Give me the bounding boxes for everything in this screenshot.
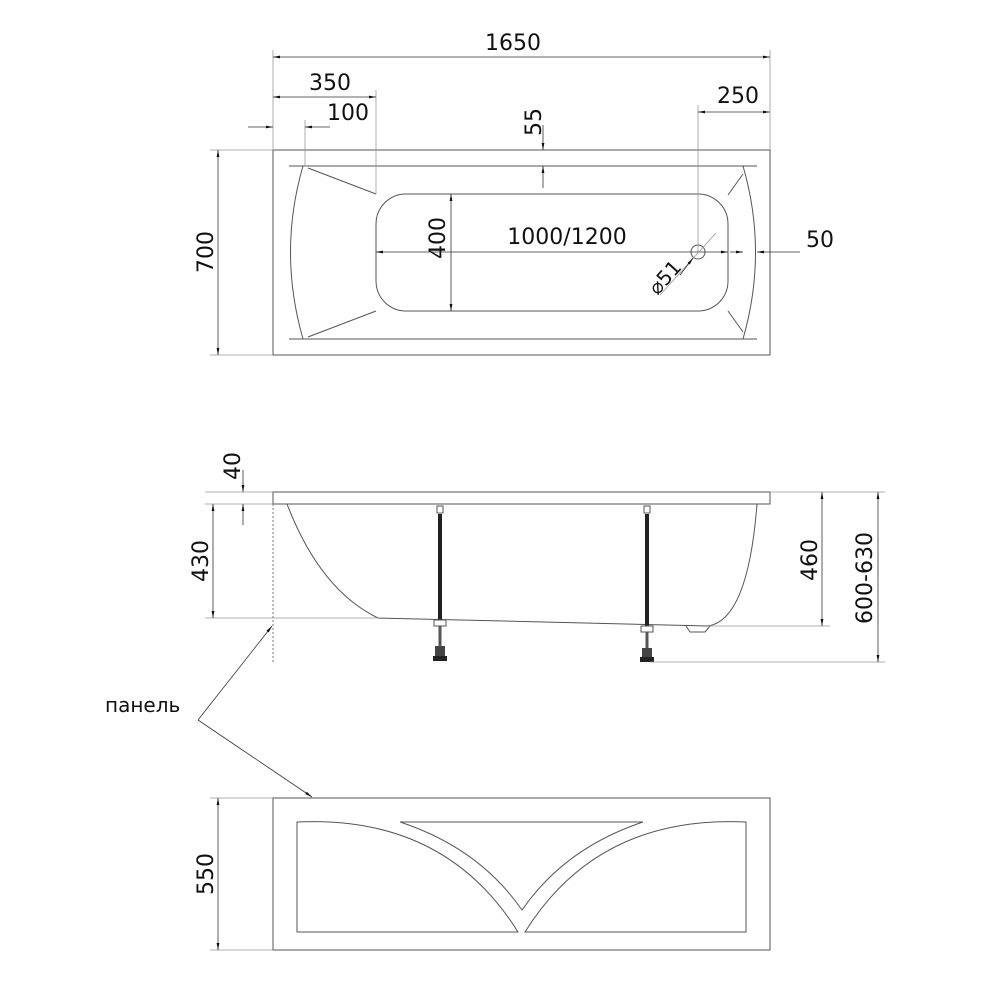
leg-right: [640, 505, 654, 662]
panel-label: панель: [105, 693, 180, 717]
extension-lines: [210, 50, 771, 356]
foot-line: [727, 173, 744, 196]
extension-lines: [205, 491, 885, 663]
dim-height-adjustable: 600-630: [853, 532, 878, 624]
dim-drain-offset: 250: [717, 84, 759, 109]
dim-panel-height: 550: [194, 853, 219, 895]
side-view: 40 430 460 600-630: [189, 452, 885, 663]
dim-basin-width: 400: [426, 217, 451, 259]
front-panel: 550: [194, 797, 771, 951]
dim-overall-length: 1650: [485, 31, 541, 56]
plan-outline: [272, 149, 771, 356]
dim-rim-offset: 100: [327, 101, 369, 126]
dim-overall-width: 700: [194, 231, 219, 273]
dim-drain-diameter: ⌀51: [643, 255, 686, 299]
dim-height-bottom: 460: [798, 539, 823, 581]
panel-leader-top: [197, 625, 273, 721]
panel-left-motif: [296, 821, 519, 933]
drain-outlet: [685, 625, 711, 633]
headrest-line: [307, 167, 377, 195]
panel-leader-bottom: [197, 719, 313, 798]
dim-headrest-offset: 350: [309, 71, 351, 96]
panel-outline: [272, 797, 771, 951]
rim: [272, 491, 771, 505]
leg-left: [433, 505, 447, 661]
dim-basin-length: 1000/1200: [507, 225, 626, 250]
dim-arrow-51: [679, 257, 694, 276]
foot-line: [727, 310, 744, 333]
headrest-line: [307, 310, 377, 338]
panel-center-motif: [399, 821, 644, 911]
right-end-arc: [742, 165, 756, 340]
dim-rim-thickness: 40: [221, 452, 246, 480]
panel-callout: панель: [105, 625, 313, 798]
dim-side-rim: 55: [522, 108, 547, 136]
dim-depth: 430: [189, 540, 214, 582]
panel-right-motif: [524, 821, 747, 933]
left-end-arc: [290, 165, 304, 340]
dim-end-rim: 50: [806, 228, 834, 253]
tub-body: [286, 503, 758, 627]
plan-view: 1650 350 100 55 250 700 400 1000/1200 50…: [194, 31, 834, 356]
